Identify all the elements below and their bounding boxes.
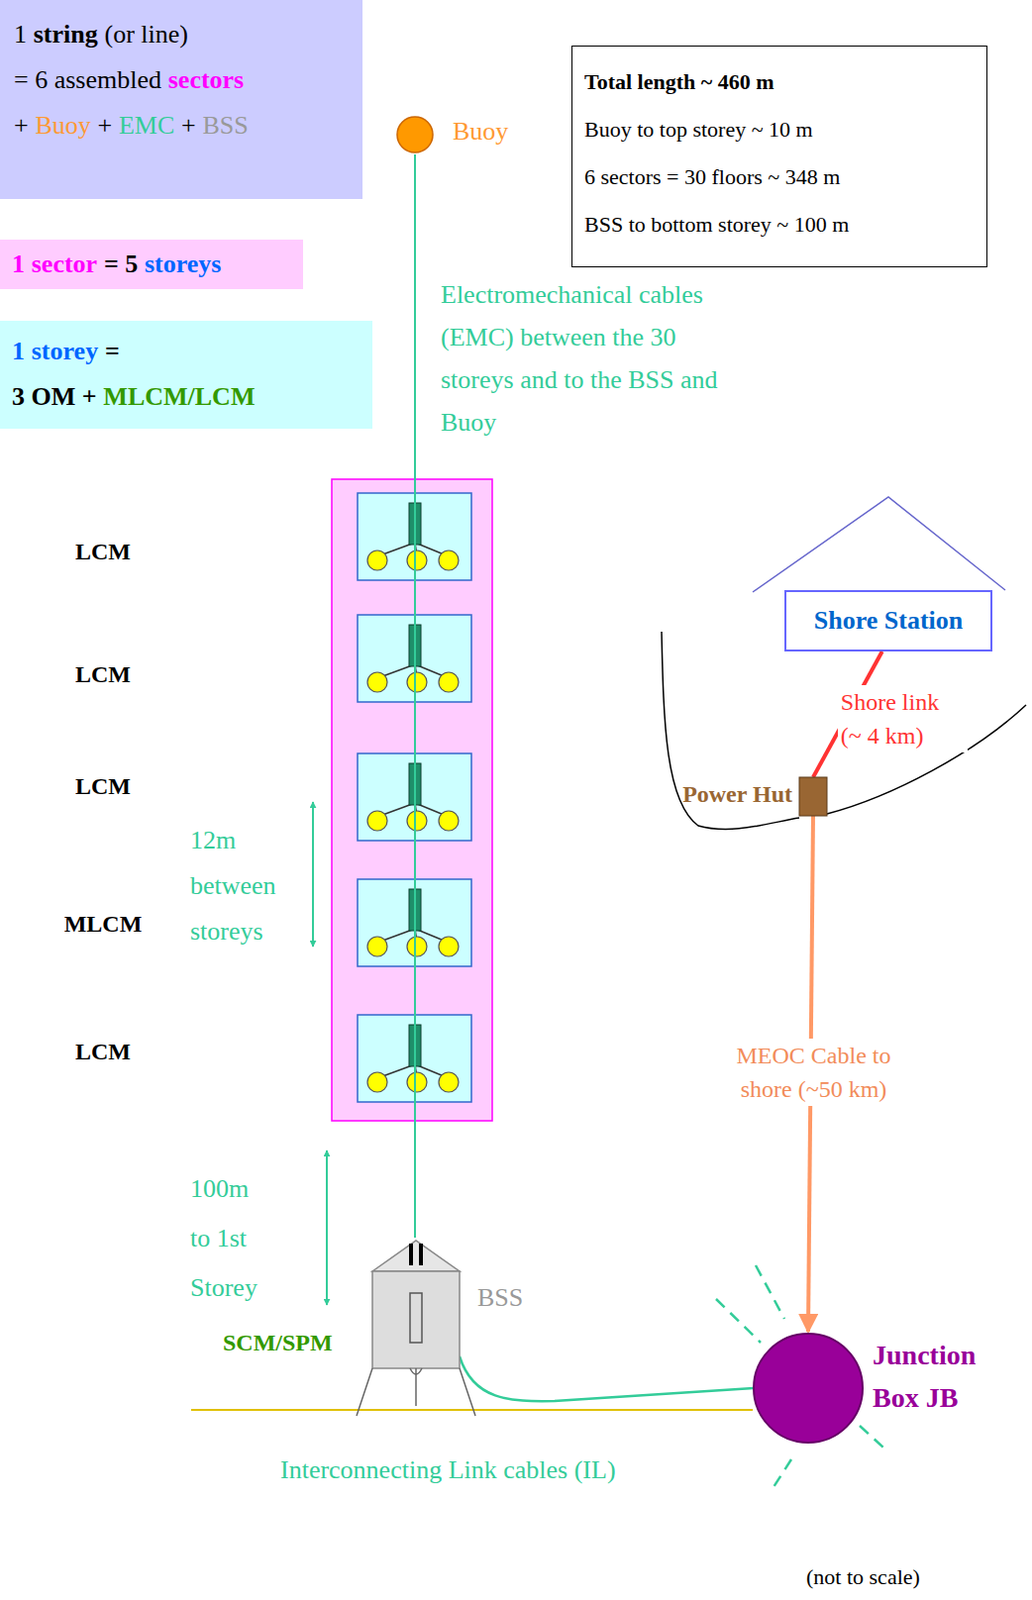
station-box: Shore Station [784, 590, 993, 652]
node-text: sector [31, 245, 98, 284]
module-label: LCM [53, 1038, 153, 1066]
node-label: Junction Box JB [872, 1334, 1022, 1421]
module-label: SCM/SPM [222, 1330, 333, 1357]
link-stubs [716, 1265, 884, 1488]
node-label: Power Hut [682, 781, 793, 809]
text-line: 6 sectors = 30 floors ~ 348 m [584, 153, 975, 202]
node-text: EMC [118, 103, 175, 149]
bottom-string-socket: BSS [356, 1238, 476, 1419]
module-label: LCM [53, 773, 153, 801]
node-text: BSS [202, 103, 248, 149]
text-line: = 6 assembledsectors [13, 57, 349, 104]
cable-connector [413, 154, 416, 1239]
node-text: Buoy to top storey ~ 10 m [584, 105, 814, 154]
text-line: Total length ~ 460 m [584, 58, 975, 106]
definition-box: 1sector= 5storeys [0, 239, 304, 290]
node-text: Shore Station [814, 604, 964, 638]
node-text: Total length ~ 460 m [584, 58, 775, 106]
cable-note: Electromechanical cables (EMC) between t… [440, 273, 738, 444]
sea-floor [191, 1409, 753, 1412]
definition-box: 1string(or line)= 6 assembledsectors+Buo… [0, 0, 363, 200]
node-text: MLCM/LCM [103, 374, 255, 420]
node-text: + [181, 103, 197, 149]
buoy-shape [395, 114, 435, 155]
definition-box: 1storey=3 OM +MLCM/LCM [0, 320, 373, 429]
text-line: +Buoy+EMC+BSS [13, 103, 349, 149]
dimension-label: 100m to 1st Storey [190, 1164, 264, 1314]
station-roof [752, 497, 1006, 593]
node-text: (or line) [104, 11, 189, 58]
node-text: string [33, 11, 99, 58]
node-text: storey [31, 328, 99, 375]
junction-box: Junction Box JB [751, 1332, 865, 1445]
node-text: sectors [168, 57, 245, 104]
dimension-arrow [325, 1150, 328, 1306]
text-line: Shore Station [796, 604, 981, 638]
info-box: Total length ~ 460 mBuoy to top storey ~… [571, 45, 988, 268]
node-text: = [104, 328, 120, 375]
node-text: = 5 [103, 245, 138, 284]
power-hut-shape [799, 777, 827, 817]
cable-label: Shore link (~ 4 km) [837, 685, 968, 753]
coastline [661, 631, 1027, 830]
node-text: storeys [144, 245, 222, 284]
node-label: BSS [477, 1283, 523, 1314]
text-line: 1sector= 5storeys [11, 245, 292, 284]
cable-connector [459, 1356, 754, 1402]
node-text: Buoy [34, 103, 91, 149]
sector-band [331, 479, 493, 1122]
node-text: 1 [13, 11, 27, 58]
text-line: BSS to bottom storey ~ 100 m [584, 201, 975, 249]
power-hut: Power Hut [799, 777, 827, 817]
node-label: Buoy [452, 116, 509, 147]
module-label: MLCM [53, 911, 153, 938]
node-text: + [13, 103, 29, 149]
node-text: 3 OM + [11, 374, 98, 420]
cable-label: MEOC Cable to shore (~50 km) [726, 1038, 902, 1107]
module-label: LCM [53, 661, 153, 689]
node-text: 1 [11, 328, 25, 375]
dimension-label: 12m between storeys [190, 818, 290, 955]
text-line: 1string(or line) [13, 11, 349, 58]
node-text: 1 [11, 245, 25, 284]
node-text: = 6 assembled [13, 57, 162, 104]
cable-label: Interconnecting Link cables (IL) [280, 1455, 617, 1486]
node-text: 6 sectors = 30 floors ~ 348 m [584, 153, 840, 202]
buoy: Buoy [395, 114, 435, 155]
junction-box-shape [751, 1332, 865, 1445]
text-line: 3 OM +MLCM/LCM [11, 374, 361, 420]
dimension-arrow [311, 802, 314, 947]
node-text: + [98, 103, 113, 149]
module-label: LCM [53, 538, 153, 566]
text-line: Buoy to top storey ~ 10 m [584, 105, 975, 154]
node-text: BSS to bottom storey ~ 100 m [584, 201, 849, 249]
bottom-string-socket-shape [356, 1238, 476, 1419]
note: (not to scale) [806, 1564, 921, 1591]
text-line: 1storey= [11, 328, 361, 375]
